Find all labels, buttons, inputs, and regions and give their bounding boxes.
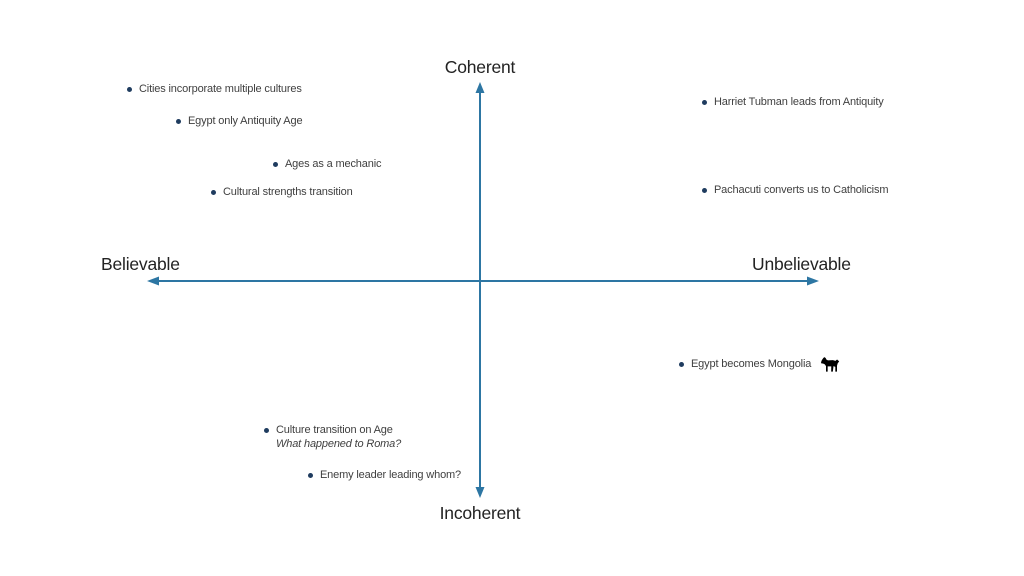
bullet-icon [264, 428, 269, 433]
item-label: Pachacuti converts us to Catholicism [714, 184, 889, 196]
horse-icon [821, 357, 840, 372]
item-cities-incorporate-cultures: Cities incorporate multiple cultures [127, 83, 302, 97]
item-pachacuti-catholicism: Pachacuti converts us to Catholicism [702, 184, 889, 198]
bullet-icon [679, 362, 684, 367]
arrowhead-left [147, 276, 159, 286]
arrowhead-down [475, 487, 485, 498]
item-label: Cities incorporate multiple cultures [139, 83, 302, 95]
item-culture-transition-on-age: Culture transition on Age What happened … [264, 424, 401, 451]
item-label: Ages as a mechanic [285, 158, 382, 170]
item-label: Egypt becomes Mongolia [691, 357, 812, 370]
axis-label-top: Coherent [444, 57, 516, 77]
arrowhead-up [475, 82, 485, 93]
axis-label-left: Believable [101, 254, 180, 274]
bullet-icon [702, 100, 707, 106]
item-label: Enemy leader leading whom? [320, 469, 462, 481]
bullet-icon [176, 119, 181, 125]
item-cultural-strengths-transition: Cultural strengths transition [211, 186, 353, 200]
item-label: Harriet Tubman leads from Antiquity [714, 96, 884, 108]
bullet-icon [702, 188, 707, 194]
item-label: Cultural strengths transition [223, 186, 353, 198]
arrowhead-right [807, 276, 819, 286]
item-egypt-only-antiquity: Egypt only Antiquity Age [176, 115, 303, 129]
bullet-icon [127, 87, 132, 93]
bullet-icon [211, 190, 216, 196]
item-label: Egypt only Antiquity Age [188, 115, 303, 127]
item-harriet-tubman: Harriet Tubman leads from Antiquity [702, 96, 884, 110]
item-label: Culture transition on Age [276, 424, 393, 436]
axis-label-bottom: Incoherent [439, 503, 521, 523]
item-note: What happened to Roma? [276, 437, 402, 450]
item-egypt-becomes-mongolia: Egypt becomes Mongolia [679, 356, 840, 373]
bullet-icon [308, 473, 313, 479]
bullet-icon [273, 162, 278, 168]
axis-label-right: Unbelievable [752, 254, 851, 274]
item-ages-as-mechanic: Ages as a mechanic [273, 158, 382, 172]
item-enemy-leader-whom: Enemy leader leading whom? [308, 469, 461, 483]
